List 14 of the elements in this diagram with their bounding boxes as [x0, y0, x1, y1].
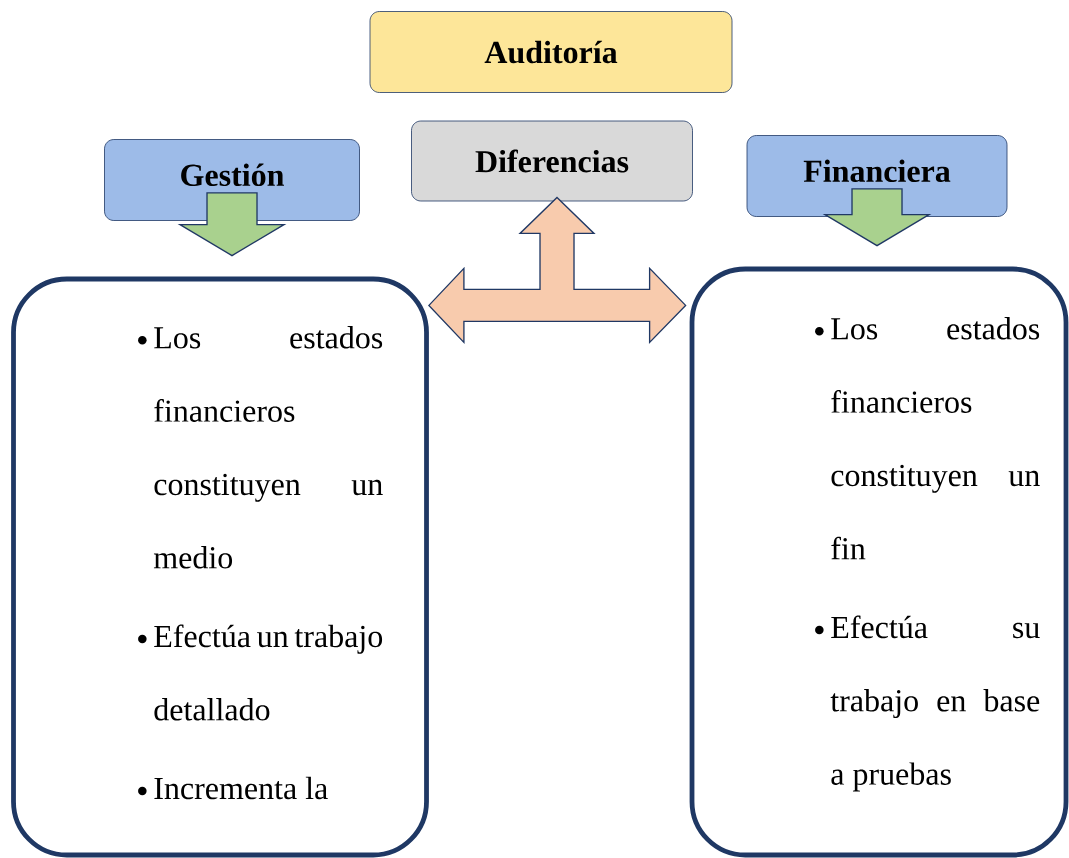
- list-box: [11, 276, 429, 858]
- block-arrow: [428, 196, 687, 345]
- bullet-item: Los estados financieros constituyen un fin: [831, 317, 1040, 560]
- bullet-item: Efectúa un trabajo detallado: [154, 624, 383, 721]
- category-box: Diferencias: [411, 120, 693, 202]
- title-box: Auditoría: [369, 11, 733, 93]
- category-box: Gestión: [104, 139, 360, 221]
- list-box: [689, 266, 1069, 858]
- block-arrow: [822, 188, 932, 247]
- bullet-item: Incrementa la: [154, 776, 328, 800]
- bullet-item: Los estados financieros constituyen un medio: [153, 326, 383, 569]
- block-arrow: [177, 192, 287, 257]
- category-box: Financiera: [746, 135, 1008, 217]
- bullet-item: Efectúa su trabajo en base a pruebas: [830, 615, 1040, 792]
